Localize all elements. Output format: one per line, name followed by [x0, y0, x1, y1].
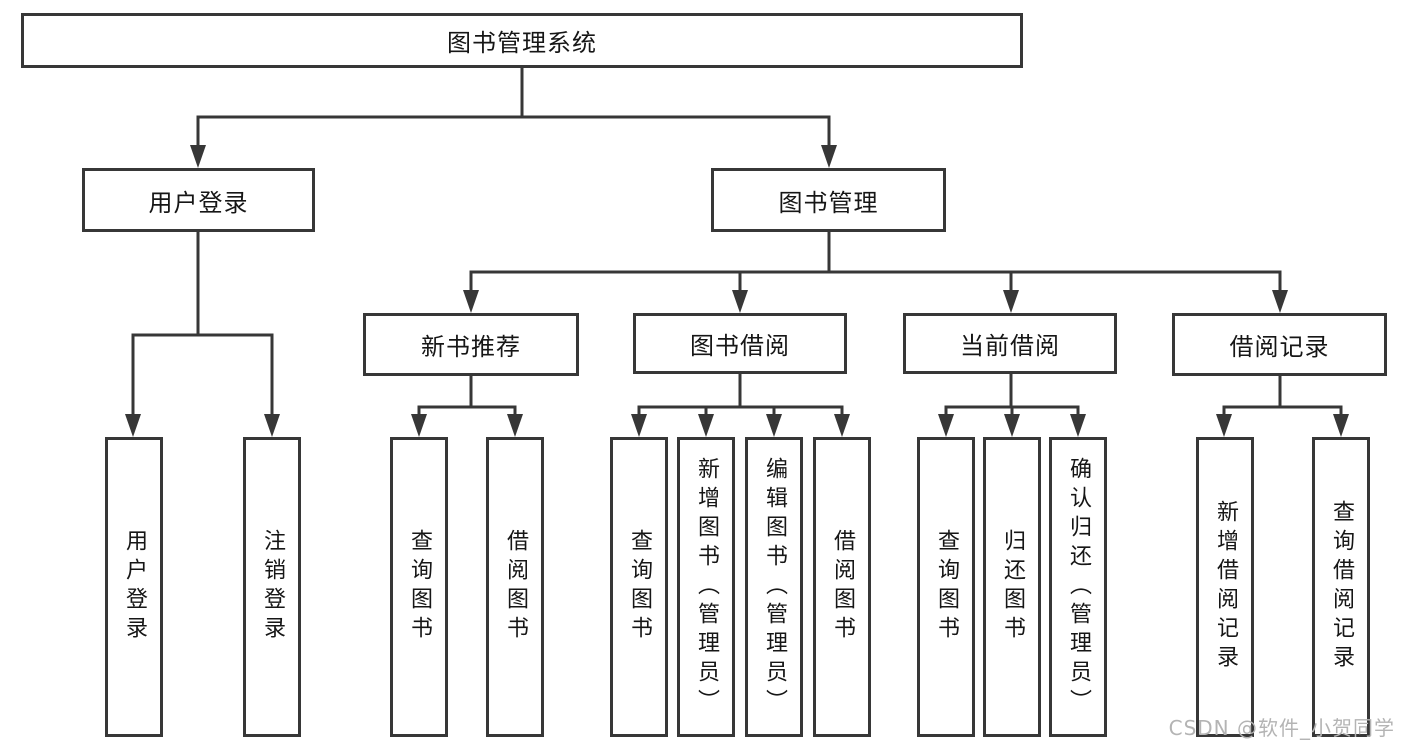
node-borrow-records-label: 借阅记录: [1229, 333, 1330, 361]
leaf-query-books-borrow-label: 查询图书: [627, 529, 652, 645]
node-borrow-records: 借阅记录: [1172, 313, 1387, 376]
leaf-borrow-books: 借阅图书: [813, 437, 871, 737]
leaf-query-books-recommend: 查询图书: [390, 437, 448, 737]
leaf-edit-books-admin-label: 编辑图书（管理员）: [762, 456, 787, 718]
node-new-book-recommend-label: 新书推荐: [421, 333, 521, 361]
watermark: CSDN @软件_小贺同学: [1168, 716, 1395, 740]
leaf-return-books-label: 归还图书: [1000, 529, 1025, 645]
leaf-add-borrow-record-label: 新增借阅记录: [1213, 500, 1238, 674]
leaf-query-books-borrow: 查询图书: [610, 437, 668, 737]
leaf-borrow-books-label: 借阅图书: [830, 529, 855, 645]
leaf-query-borrow-record: 查询借阅记录: [1312, 437, 1370, 737]
leaf-query-books-current: 查询图书: [917, 437, 975, 737]
node-book-management-label: 图书管理: [778, 188, 879, 217]
leaf-confirm-return-admin-label: 确认归还（管理员）: [1066, 456, 1091, 718]
arrowheads: [125, 145, 1349, 437]
leaf-logout-label: 注销登录: [260, 529, 285, 645]
node-user-login-label: 用户登录: [148, 188, 249, 217]
node-current-borrow-label: 当前借阅: [960, 332, 1060, 360]
leaf-user-login: 用户登录: [105, 437, 163, 737]
node-root-system: 图书管理系统: [21, 13, 1023, 68]
leaf-query-books-current-label: 查询图书: [934, 529, 959, 645]
node-current-borrow: 当前借阅: [903, 313, 1117, 374]
node-new-book-recommend: 新书推荐: [363, 313, 579, 376]
leaf-add-books-admin: 新增图书（管理员）: [677, 437, 735, 737]
leaf-user-login-label: 用户登录: [122, 529, 147, 645]
node-root-label: 图书管理系统: [447, 29, 597, 57]
leaf-query-borrow-record-label: 查询借阅记录: [1329, 500, 1354, 674]
leaf-edit-books-admin: 编辑图书（管理员）: [745, 437, 803, 737]
node-book-management: 图书管理: [711, 168, 946, 232]
node-book-borrow-label: 图书借阅: [690, 332, 790, 360]
leaf-borrow-books-recommend: 借阅图书: [486, 437, 544, 737]
leaf-logout: 注销登录: [243, 437, 301, 737]
node-book-borrow: 图书借阅: [633, 313, 847, 374]
leaf-confirm-return-admin: 确认归还（管理员）: [1049, 437, 1107, 737]
leaf-add-borrow-record: 新增借阅记录: [1196, 437, 1254, 737]
node-user-login: 用户登录: [82, 168, 315, 232]
leaf-borrow-books-recommend-label: 借阅图书: [503, 529, 528, 645]
leaf-return-books: 归还图书: [983, 437, 1041, 737]
leaf-query-books-recommend-label: 查询图书: [407, 529, 432, 645]
leaf-add-books-admin-label: 新增图书（管理员）: [694, 456, 719, 718]
